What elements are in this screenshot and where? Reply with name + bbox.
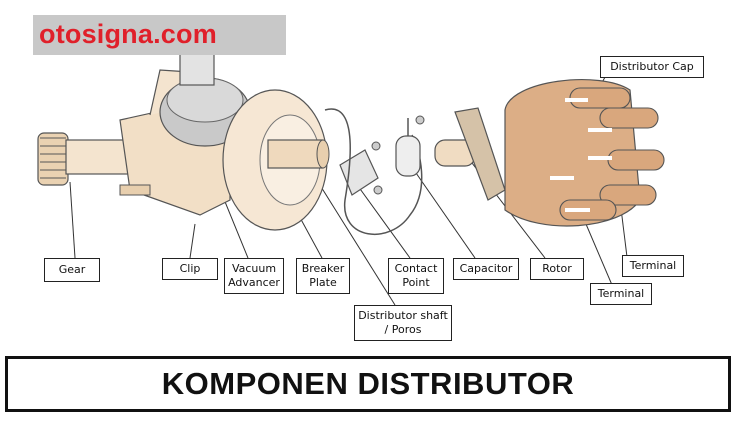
watermark: otosigna.com	[33, 15, 286, 55]
rotor-part	[434, 107, 506, 201]
watermark-text: otosigna.com	[39, 19, 217, 49]
contact-point-part	[324, 108, 423, 236]
gear-part	[37, 132, 69, 186]
label-distributor-cap: Distributor Cap	[600, 56, 704, 78]
label-capacitor: Capacitor	[453, 258, 519, 280]
breaker-plate-part	[222, 89, 330, 231]
capacitor-part	[395, 115, 425, 177]
label-breaker-plate: Breaker Plate	[296, 258, 350, 294]
title-banner: KOMPONEN DISTRIBUTOR	[5, 356, 731, 412]
leader-capacitor	[406, 159, 476, 259]
label-clip: Clip	[162, 258, 218, 280]
label-terminal-1: Terminal	[622, 255, 684, 277]
leader-clip	[189, 223, 196, 259]
label-contact-point: Contact Point	[388, 258, 444, 294]
label-distributor-shaft: Distributor shaft / Poros	[354, 305, 452, 341]
distributor-cap-part	[504, 79, 665, 227]
label-vacuum-advancer: Vacuum Advancer	[224, 258, 284, 294]
leader-gear	[69, 181, 76, 259]
diagram-title: KOMPONEN DISTRIBUTOR	[161, 366, 575, 401]
label-gear: Gear	[44, 258, 100, 282]
label-terminal-2: Terminal	[590, 283, 652, 305]
label-rotor: Rotor	[530, 258, 584, 280]
